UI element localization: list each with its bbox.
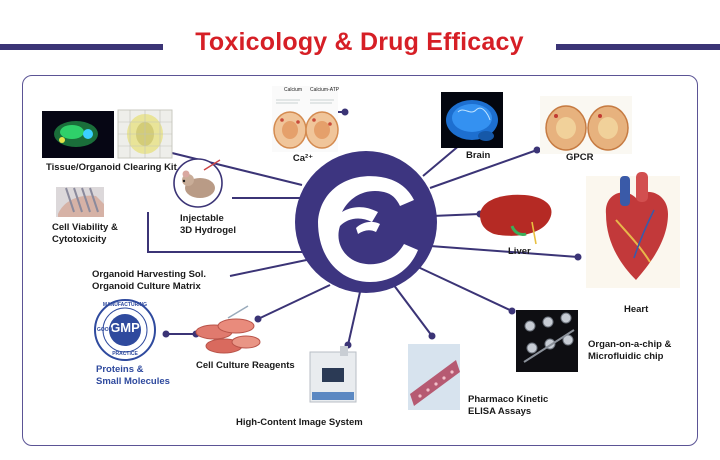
calcium-label: Ca²⁺ <box>292 153 314 164</box>
gmp-ring-top: MANUFACTURING <box>102 302 148 308</box>
elisa-image <box>408 344 460 410</box>
spoke-harvesting <box>229 257 317 277</box>
mouse-image <box>173 158 223 208</box>
gmp-ring-bottom: PRACTICE <box>112 351 138 357</box>
brain-image <box>441 92 503 148</box>
viability-image <box>56 187 104 217</box>
gmp-label-2: Small Molecules <box>96 376 170 387</box>
heart-label: Heart <box>624 304 649 315</box>
liver-image <box>480 194 552 245</box>
spoke-clearing <box>171 152 303 186</box>
reagents-label: Cell Culture Reagents <box>196 360 295 371</box>
clearing-label: Tissue/Organoid Clearing Kit <box>46 162 177 173</box>
gmp-label-1: Proteins & <box>96 364 144 375</box>
pk-label-1: Pharmaco Kinetic <box>468 394 549 405</box>
liver-label: Liver <box>508 246 531 257</box>
calcium-right-caption: Calcium-ATP <box>310 87 340 93</box>
diagram-frame <box>22 75 698 446</box>
viability-label-1: Cell Viability & <box>52 222 118 233</box>
calcium-image <box>272 86 339 152</box>
viability-label-2: Cytotoxicity <box>52 234 107 245</box>
imaging-image <box>309 346 357 403</box>
spoke-reagents <box>257 284 331 320</box>
harvesting-label-1: Organoid Harvesting Sol. <box>92 269 207 280</box>
reagents-image <box>195 305 261 354</box>
brain-label: Brain <box>466 150 491 161</box>
spoke-organchip <box>417 266 513 312</box>
page-title: Toxicology & Drug Efficacy <box>195 28 524 56</box>
organ-chip-image <box>516 310 578 372</box>
organ-chip-label-1: Organ-on-a-chip & <box>588 339 672 350</box>
clearing-image <box>42 109 173 159</box>
gpcr-image <box>540 96 632 154</box>
spoke-brain <box>422 143 462 177</box>
gmp-badge-text: GMP <box>110 320 140 335</box>
gmp-badge-icon <box>94 299 156 361</box>
heart-image <box>586 172 680 288</box>
imaging-label: High-Content Image System <box>236 417 363 428</box>
gpcr-label: GPCR <box>566 152 594 163</box>
spoke-gpcr <box>429 149 538 189</box>
calcium-left-caption: Calcium <box>284 87 303 93</box>
spoke-heart <box>429 245 579 258</box>
hydrogel-label-1: Injectable <box>180 213 224 224</box>
organ-chip-label-2: Microfluidic chip <box>588 351 664 362</box>
spoke-viability <box>147 212 303 253</box>
header-bar-left <box>0 44 163 50</box>
company-logo-icon <box>295 151 437 293</box>
pk-label-2: ELISA Assays <box>468 406 532 417</box>
hydrogel-label-2: 3D Hydrogel <box>180 225 236 236</box>
spoke-pk <box>392 283 433 337</box>
spoke-imaging <box>347 291 361 346</box>
gmp-ring-left: GOOD <box>97 327 113 333</box>
header-bar-right <box>556 44 720 50</box>
spoke-liver <box>431 213 481 217</box>
harvesting-label-2: Organoid Culture Matrix <box>92 281 201 292</box>
